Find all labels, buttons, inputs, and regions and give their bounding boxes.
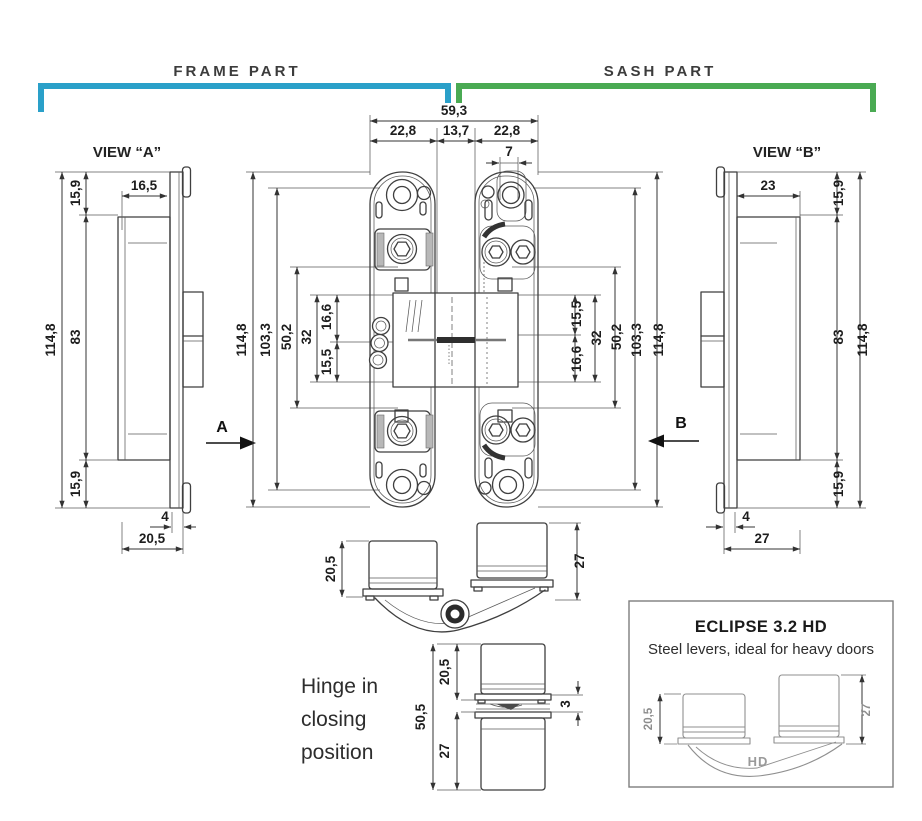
dim-a-plate: 16,5: [131, 178, 158, 193]
dim-fl-lever: 50,2: [279, 324, 294, 350]
closed-position-drawing: 50,5 20,5 27 3: [413, 643, 583, 791]
closed-position-shape: [474, 643, 552, 791]
dim-a-mid: 83: [68, 329, 83, 345]
closed-lever-detail: [496, 704, 520, 710]
view-b-title: VIEW “B”: [753, 144, 821, 161]
dim-b-total: 114,8: [855, 323, 870, 357]
inset-title: ECLIPSE 3.2 HD: [695, 618, 827, 636]
view-b-profile-shape: [700, 166, 801, 514]
arrow-b-label: B: [675, 415, 687, 432]
arrow-b-head: [648, 434, 664, 448]
inset-box: ECLIPSE 3.2 HD Steel levers, ideal for h…: [628, 600, 894, 788]
front-lever-housing: [368, 292, 519, 388]
dim-pivot-offset: 7: [505, 144, 513, 159]
front-top-dimensions: 59,3 22,8 13,7 22,8 7: [369, 103, 539, 166]
dim-frame-width: 22,8: [390, 123, 417, 138]
caption-line-1: Hinge in: [301, 675, 378, 698]
view-a-dimensions: 114,8 15,9 83 15,9 16,5 4 20,5: [43, 171, 196, 554]
frame-part-label: FRAME PART: [173, 63, 300, 80]
frame-part-bracket: [38, 83, 451, 112]
view-a-title: VIEW “A”: [93, 144, 161, 161]
dim-closed-bottom: 27: [437, 743, 452, 758]
dim-b-bot: 15,9: [831, 471, 846, 497]
dim-sash-width: 22,8: [494, 123, 521, 138]
dim-a-depth: 20,5: [139, 531, 166, 546]
dim-b-top: 15,9: [831, 180, 846, 206]
dim-fr-total: 114,8: [651, 323, 666, 357]
dim-fl-body: 32: [299, 329, 314, 344]
dim-closed-total: 50,5: [413, 703, 428, 730]
arrow-a-label: A: [216, 419, 228, 436]
dim-a-total: 114,8: [43, 323, 58, 357]
adjustment-screw-icon: [371, 316, 391, 336]
dim-b-mid: 83: [831, 329, 846, 345]
dim-b-lip: 4: [742, 509, 750, 524]
dim-open-right: 27: [572, 553, 587, 568]
adjustment-screw-icon: [368, 350, 388, 370]
arrow-a-head: [240, 436, 256, 450]
view-b-dimensions: 114,8 15,9 83 15,9 23 4 27: [706, 171, 870, 554]
header-sash-part: SASH PART: [456, 63, 876, 112]
caption-line-2: closing: [301, 708, 366, 731]
dim-fl-lower: 15,5: [319, 348, 334, 375]
sash-part-bracket: [456, 83, 876, 112]
dim-a-bot: 15,9: [68, 471, 83, 497]
inset-drawing: HD 20,5 27: [643, 674, 873, 777]
adjustment-screw-icon: [370, 333, 389, 353]
inset-lever-label: HD: [748, 754, 769, 769]
dim-b-plate: 23: [760, 178, 776, 193]
open-position-dimensions: 20,5 27: [323, 522, 587, 601]
dim-fl-total: 114,8: [234, 323, 249, 357]
open-position-drawing: 20,5 27: [323, 522, 587, 633]
dim-fr-lever: 50,2: [609, 324, 624, 350]
open-position-shape: [362, 522, 554, 633]
dim-b-depth: 27: [754, 531, 769, 546]
dim-fl-holes: 103,3: [258, 323, 273, 357]
dim-fr-upper: 15,5: [569, 300, 584, 327]
dim-inset-left: 20,5: [643, 707, 655, 730]
view-a-profile-shape: [117, 166, 204, 514]
dim-total-width: 59,3: [441, 103, 468, 118]
view-b: VIEW “B” 114,8 15,9 83 15,9: [648, 144, 870, 554]
dim-fl-upper: 16,6: [319, 303, 334, 330]
dim-closed-gap: 3: [558, 700, 573, 708]
dim-closed-top: 20,5: [437, 658, 452, 685]
inset-subtitle: Steel levers, ideal for heavy doors: [648, 641, 874, 658]
view-a-direction-arrow: A: [206, 419, 256, 450]
dim-inset-right: 27: [861, 704, 873, 717]
dim-a-lip: 4: [161, 509, 169, 524]
closed-position-dimensions: 50,5 20,5 27 3: [413, 643, 583, 791]
front-left-dimensions: 114,8 103,3 50,2 32 16,6 15,5: [234, 171, 340, 508]
sash-part-label: SASH PART: [604, 63, 717, 80]
view-b-direction-arrow: B: [648, 415, 699, 448]
front-right-dimensions: 15,5 16,6 32 50,2 103,3 114,8: [569, 171, 666, 508]
view-a: VIEW “A” 114,8 15,9 83 15,9: [43, 144, 256, 554]
dim-fr-body: 32: [589, 330, 604, 345]
closing-caption: Hinge in closing position: [301, 675, 378, 764]
header-frame-part: FRAME PART: [38, 63, 451, 112]
front-extension-lines: [246, 115, 663, 508]
dim-fr-lower: 16,6: [569, 345, 584, 372]
dim-open-left: 20,5: [323, 555, 338, 582]
dim-gap-width: 13,7: [443, 123, 469, 138]
front-sash-body: [474, 170, 539, 508]
caption-line-3: position: [301, 741, 373, 764]
front-view: 59,3 22,8 13,7 22,8 7 114,8 103,3 50,2 3…: [234, 103, 666, 508]
dim-fr-holes: 103,3: [629, 323, 644, 357]
dim-a-top: 15,9: [68, 180, 83, 206]
